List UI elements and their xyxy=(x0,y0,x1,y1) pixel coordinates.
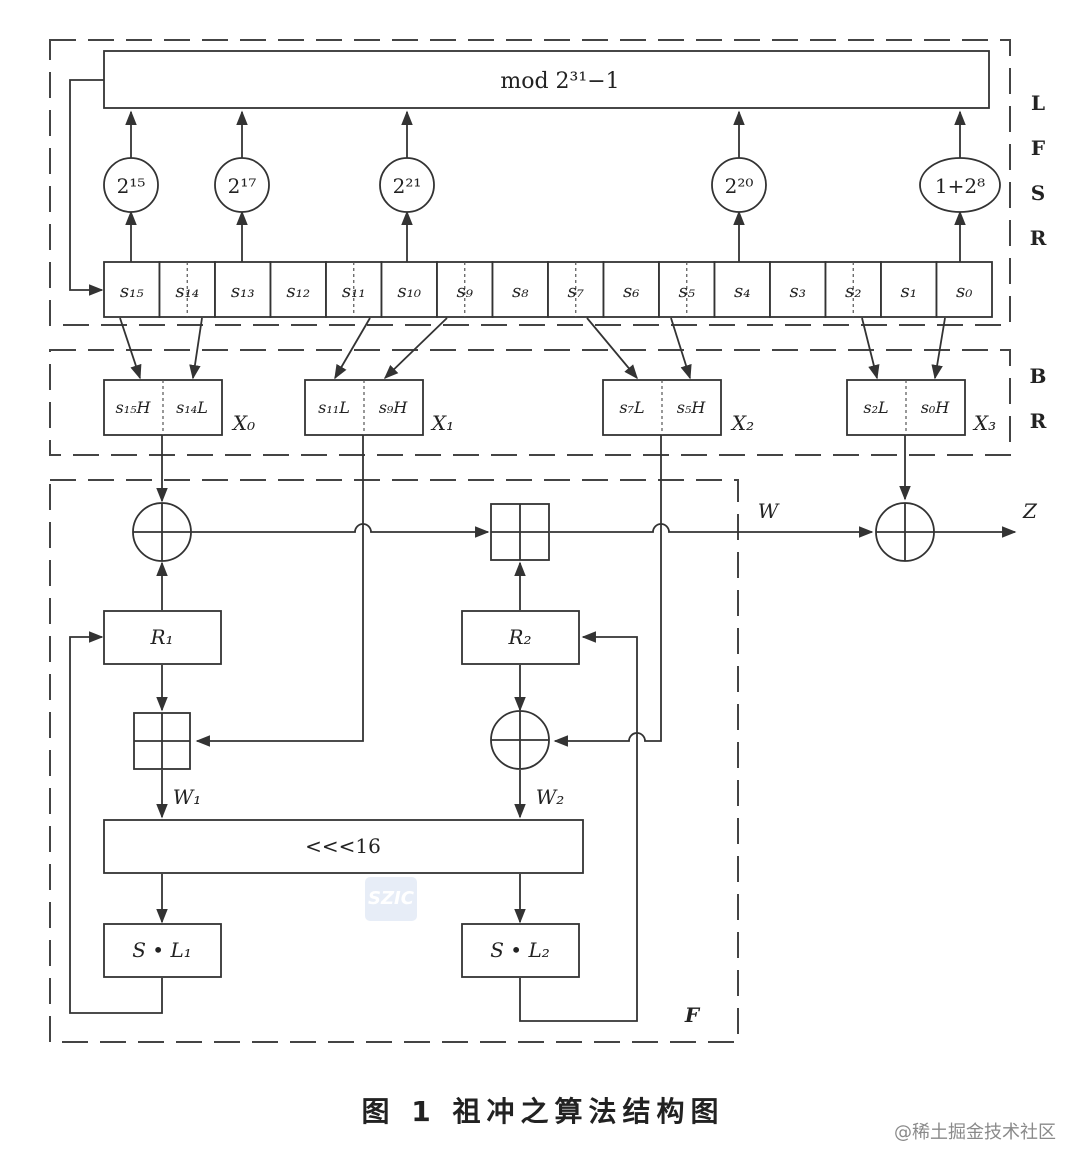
register-cell xyxy=(935,261,993,318)
rotate-box xyxy=(103,819,584,874)
f-wires xyxy=(69,435,1017,1022)
sl2-label: S • L₂ xyxy=(490,938,550,962)
mult-label: 2²¹ xyxy=(393,174,422,198)
rotate-label: <<<16 xyxy=(305,834,381,858)
register-label: s₁₀ xyxy=(397,281,421,302)
br-boxes: s₁₅H s₁₄L X₀ s₁₁L s₉H X₁ s₇L s₅H X₂ s₂L … xyxy=(103,379,996,436)
br-box-x1 xyxy=(304,379,424,436)
lfsr-section-frame xyxy=(49,39,1011,326)
register-cell xyxy=(491,261,549,318)
mod-label: mod 2³¹−1 xyxy=(500,69,619,94)
r1-label: R₁ xyxy=(149,625,173,649)
szic-logo: SZIC xyxy=(365,877,417,921)
sl1-label: S • L₁ xyxy=(132,938,192,962)
side-label-l: L xyxy=(1031,91,1045,115)
register-label: s₇ xyxy=(568,281,584,302)
br-cell-hi: s₇L xyxy=(619,398,644,417)
register-label: s₁₄ xyxy=(175,281,199,302)
w-label: W xyxy=(758,499,780,523)
register-cell xyxy=(824,261,882,318)
r1-box xyxy=(103,610,222,665)
z-label: Z xyxy=(1022,499,1038,523)
register-cell xyxy=(769,261,827,318)
register-cell xyxy=(658,261,716,318)
mod-box xyxy=(103,50,990,109)
br-cell-hi: s₂L xyxy=(863,398,888,417)
register-label: s₁₁ xyxy=(342,281,366,302)
figure-caption: 图 1 祖冲之算法结构图 xyxy=(361,1095,725,1128)
br-cell-hi: s₁₅H xyxy=(116,398,152,417)
register-cell xyxy=(269,261,327,318)
register-label: s₁₅ xyxy=(120,281,144,302)
br-cell-hi: s₁₁L xyxy=(318,398,350,417)
mult-label: 2¹⁷ xyxy=(228,174,257,198)
register-cell xyxy=(713,261,771,318)
register-label: s₈ xyxy=(512,281,529,302)
sl1-box xyxy=(103,923,222,978)
register-cell xyxy=(380,261,438,318)
br-name: X₁ xyxy=(430,411,454,435)
register-label: s₄ xyxy=(734,281,750,302)
f-label: F xyxy=(684,1003,701,1027)
multiplier-group: 2¹⁵ 2¹⁷ 2²¹ 2²⁰ 1+2⁸ xyxy=(103,110,1001,262)
br-feed-wires xyxy=(119,317,946,380)
br-name: X₃ xyxy=(972,411,996,435)
r2-box xyxy=(461,610,580,665)
register-label: s₃ xyxy=(790,281,806,302)
side-label-b: B xyxy=(1030,364,1047,388)
br-name: X₀ xyxy=(231,411,255,435)
mod-add-symbols xyxy=(133,503,550,770)
br-cell-lo: s₁₄L xyxy=(176,398,208,417)
register-label: s₂ xyxy=(845,281,861,302)
register-label: s₁ xyxy=(901,281,917,302)
register-label: s₅ xyxy=(679,281,695,302)
register-cell xyxy=(880,261,938,318)
register-label: s₁₂ xyxy=(286,281,310,302)
w1-label: W₁ xyxy=(173,785,202,809)
sl2-box xyxy=(461,923,580,978)
br-box-x0 xyxy=(103,379,223,436)
r2-label: R₂ xyxy=(507,625,531,649)
mult-label: 1+2⁸ xyxy=(935,174,985,198)
mult-label: 2¹⁵ xyxy=(117,174,146,198)
br-name: X₂ xyxy=(730,411,754,435)
register-label: s₆ xyxy=(623,281,639,302)
br-cell-lo: s₀H xyxy=(921,398,951,417)
register-label: s₉ xyxy=(457,281,474,302)
side-label-r: R xyxy=(1030,226,1047,250)
register-label: s₁₃ xyxy=(231,281,255,302)
w2-label: W₂ xyxy=(536,785,565,809)
register-cell xyxy=(436,261,494,318)
register-cell xyxy=(103,261,161,318)
side-label-f: F xyxy=(1031,136,1045,160)
register-label: s₀ xyxy=(956,281,972,302)
br-section-frame xyxy=(49,349,1011,456)
mult-label: 2²⁰ xyxy=(725,174,754,198)
watermark: @稀土掘金技术社区 xyxy=(894,1122,1056,1143)
xor-symbols xyxy=(132,502,935,770)
f-section-frame xyxy=(49,479,739,1043)
feedback-wire xyxy=(69,79,104,296)
br-cell-lo: s₅H xyxy=(677,398,707,417)
register-row: s₁₅ s₁₄ s₁₃ s₁₂ s₁₁ s₁₀ s₉ s₈ s₇ s₆ s₅ s₄ s₃ s₂ s₁ s₀ xyxy=(103,261,993,318)
br-cell-lo: s₉H xyxy=(379,398,409,417)
side-label-r2: R xyxy=(1030,409,1047,433)
side-label-s: S xyxy=(1031,181,1045,205)
register-cell xyxy=(602,261,660,318)
